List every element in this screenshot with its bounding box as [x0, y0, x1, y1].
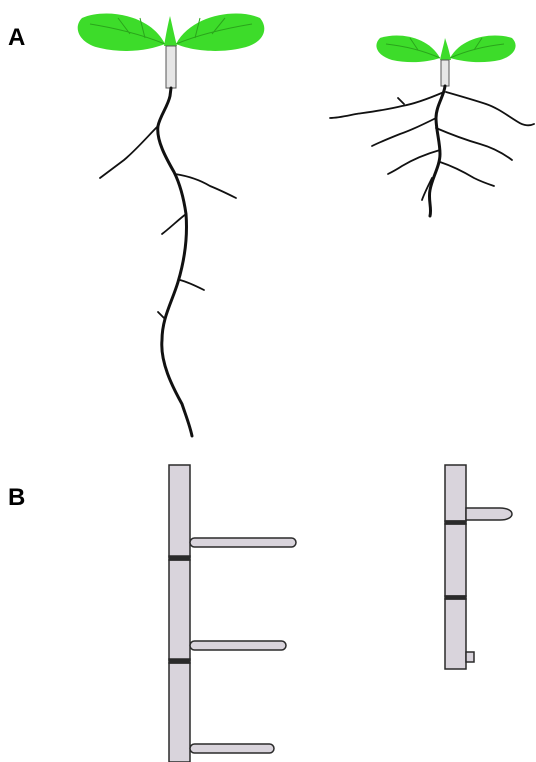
- cotyledons-right: [376, 35, 515, 62]
- cotyledon-leaf: [176, 14, 264, 51]
- seedling-long-root: [78, 14, 265, 436]
- root-hair-bulge: [466, 652, 474, 662]
- epidermal-cell: [169, 560, 190, 660]
- root-hair: [190, 538, 296, 547]
- lateral-roots-left: [100, 126, 236, 318]
- shoot-tip: [440, 38, 451, 60]
- cotyledon-leaf: [376, 35, 440, 62]
- cotyledon-leaf: [78, 14, 165, 51]
- cotyledon-leaf: [450, 35, 516, 62]
- cotyledons-left: [78, 14, 265, 51]
- cell-wall: [169, 556, 190, 560]
- root-hair: [190, 744, 274, 753]
- seedling-branched-root: [330, 35, 534, 216]
- epidermal-cell: [445, 465, 466, 521]
- cell-wall: [445, 521, 466, 524]
- epidermal-cell: [169, 465, 190, 557]
- cell-file-short-hairs: [445, 465, 512, 669]
- root-hair: [466, 508, 512, 520]
- hypocotyl: [441, 60, 449, 86]
- epidermal-cell: [445, 599, 466, 669]
- shoot-tip: [164, 16, 177, 46]
- hypocotyl: [166, 46, 176, 88]
- cell-wall: [445, 596, 466, 599]
- epidermal-cell: [169, 663, 190, 762]
- cell-file-long-hairs: [169, 465, 296, 762]
- root-hair: [190, 641, 286, 650]
- epidermal-cell: [445, 524, 466, 596]
- primary-root: [158, 88, 192, 436]
- cell-wall: [169, 659, 190, 663]
